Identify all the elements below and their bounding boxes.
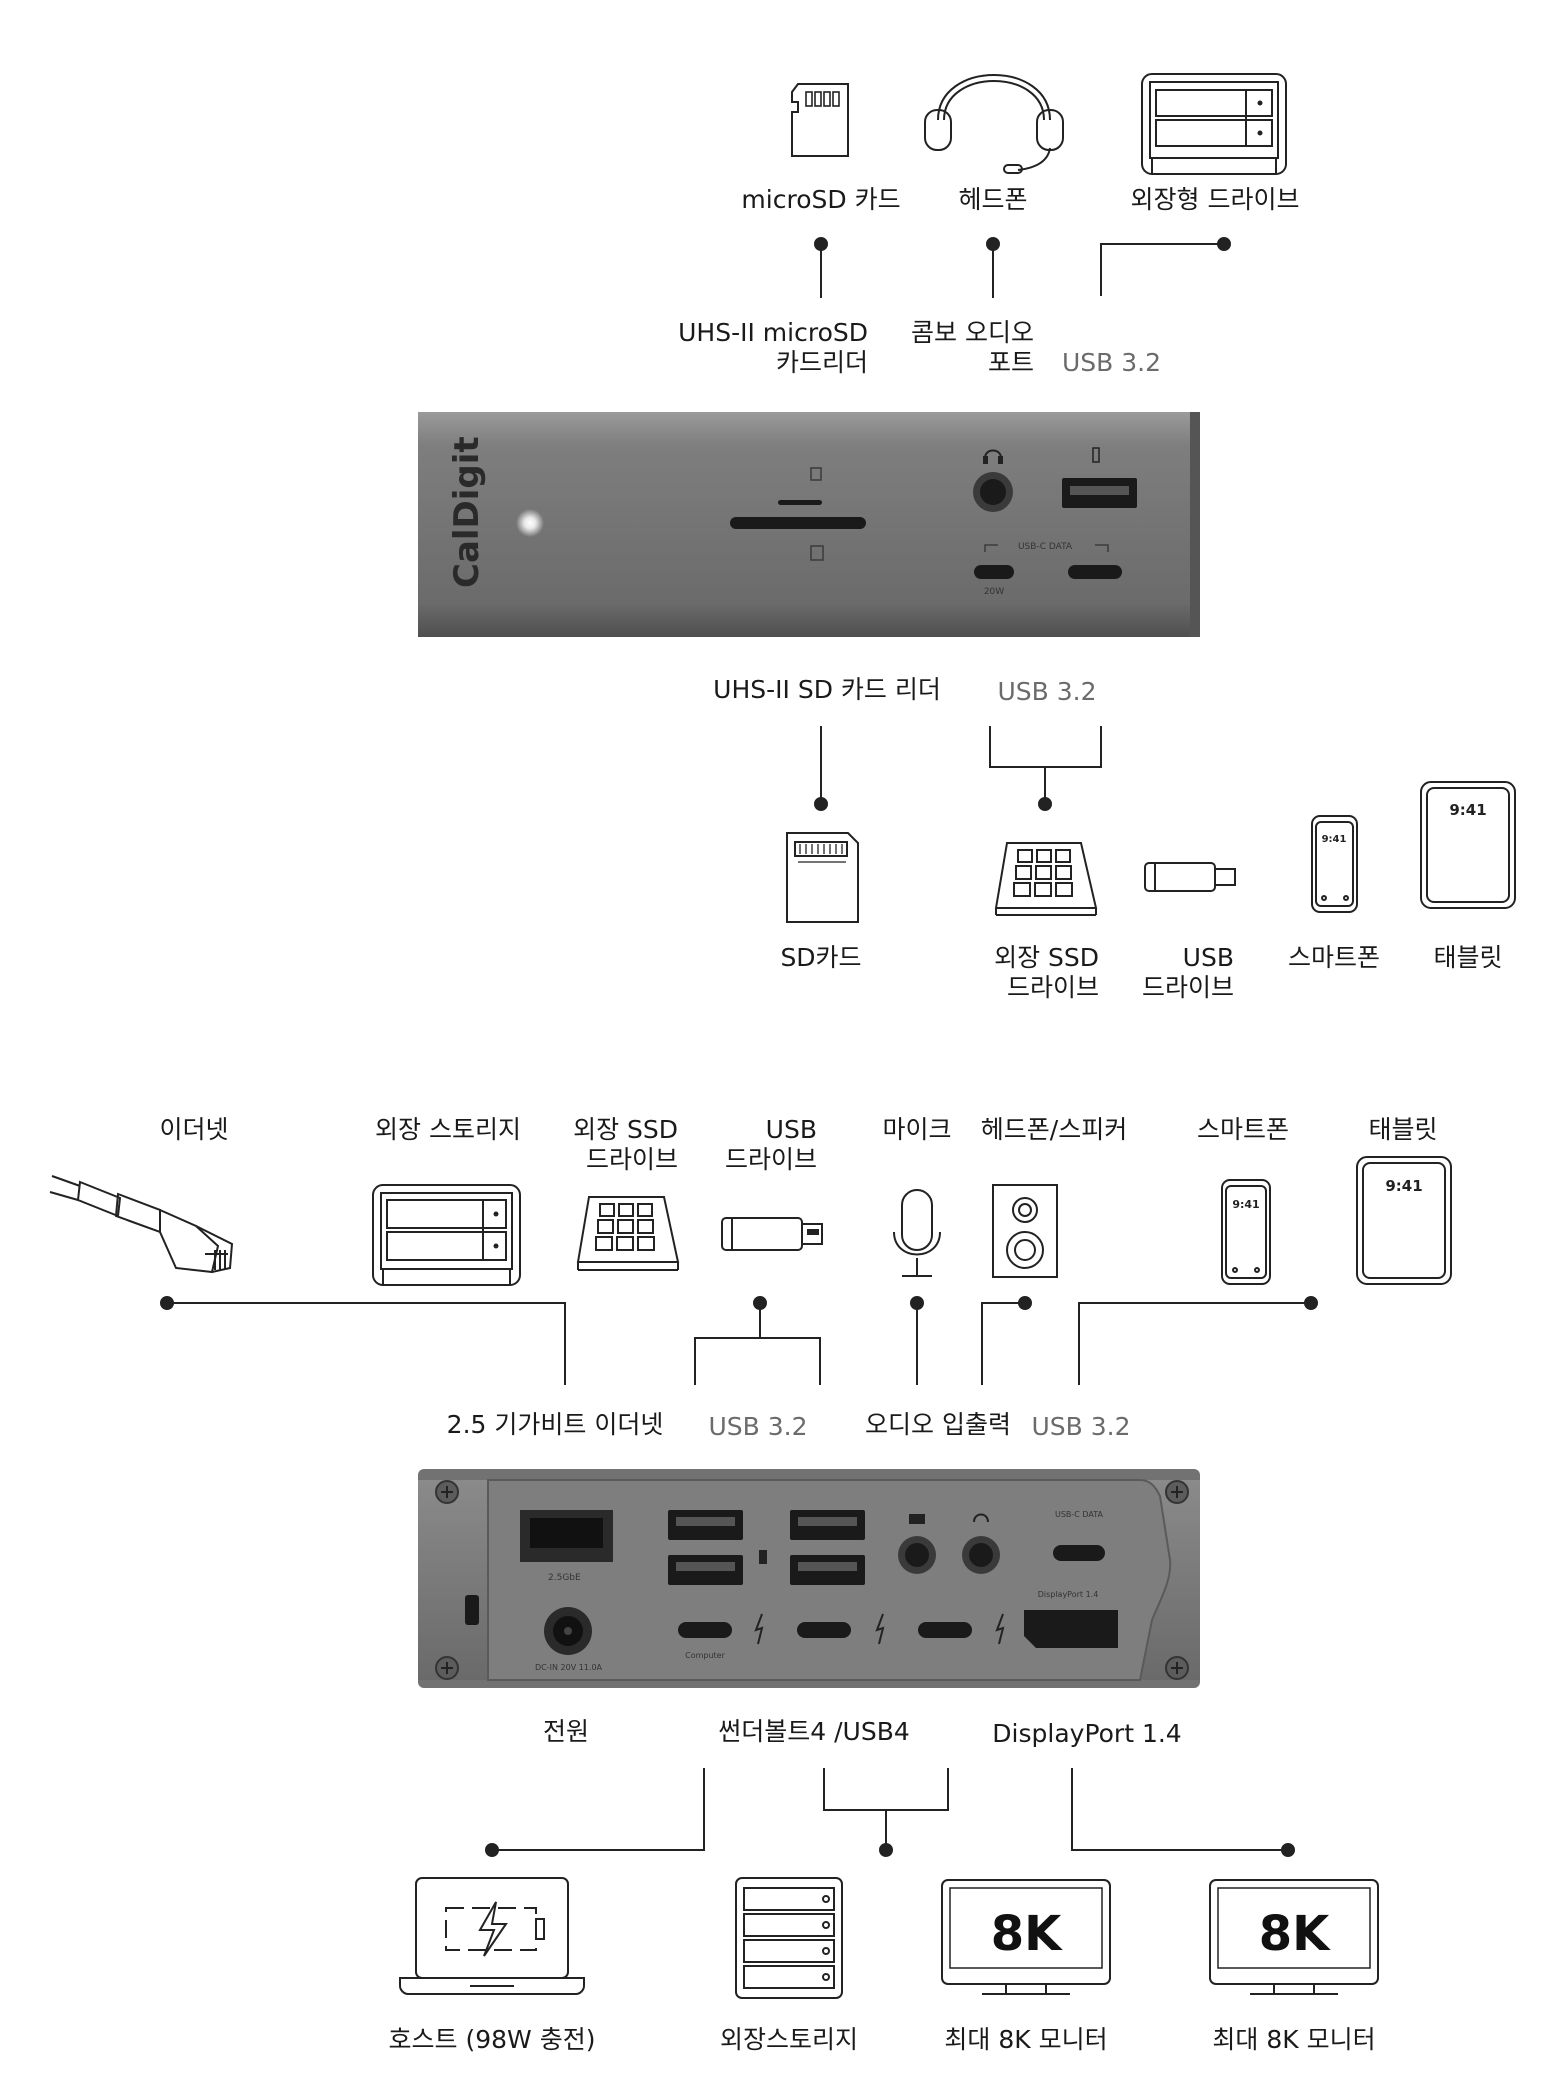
label-rear-usb-drive: USB 드라이브 [724,1115,817,1174]
rear-usbc-data-label: USB-C DATA [1055,1510,1104,1519]
front-top-connectors [814,237,1231,298]
speaker-icon [992,1184,1058,1278]
label-rear-external-storage: 외장 스토리지 [375,1115,521,1144]
monitor-2-badge: 8K [1259,1906,1331,1962]
rear-usb-a-ports [668,1510,865,1585]
label-uhs2-sd-reader: UHS-II SD 카드 리더 [713,675,941,704]
label-front-usb-drive: USB 드라이브 [1141,943,1234,1002]
label-rear-usb32-a: USB 3.2 [708,1412,808,1441]
displayport-panel-label: DisplayPort 1.4 [1038,1590,1099,1599]
label-front-smartphone: 스마트폰 [1287,943,1381,972]
label-headphones: 헤드폰 [958,185,1028,214]
rear-external-storage-icon [372,1184,521,1286]
label-thunderbolt-usb4: 썬더볼트4 /USB4 [718,1717,910,1746]
label-rear-tablet: 태블릿 [1368,1115,1438,1144]
rear-smartphone-time: 9:41 [1232,1198,1259,1211]
rear-usb-drive-icon [721,1217,823,1251]
rear-panel: 2.5GbE DC-IN 20V 11.0A USB- [418,1469,1200,1688]
front-tablet-time: 9:41 [1449,801,1486,819]
rear-bottom-connectors [485,1768,1295,1857]
kensington-lock-slot [465,1595,479,1625]
rear-external-storage-tower-icon [735,1877,843,1999]
external-ssd-icon [994,842,1098,916]
microsd-card-icon [791,83,849,157]
laptop-charging-icon [399,1877,585,1995]
dc-power-port: DC-IN 20V 11.0A [535,1607,603,1672]
label-audio-io: 오디오 입출력 [865,1410,1011,1439]
rear-ethernet-port: 2.5GbE [520,1510,613,1583]
power-led [516,509,544,537]
rear-usb-c-data-port: USB-C DATA [1053,1510,1105,1561]
usb-drive-icon [1144,862,1236,892]
sd-card-slot [730,467,866,561]
rear-top-connectors [160,1296,1318,1385]
thunderbolt-ports: Computer [678,1613,1005,1660]
label-rear-usb32-c: USB 3.2 [1031,1412,1131,1441]
monitor-1-badge: 8K [991,1906,1063,1962]
label-rear-smartphone: 스마트폰 [1196,1115,1290,1144]
label-front-usb32-bottom: USB 3.2 [997,677,1097,706]
label-rear-external-ssd: 외장 SSD 드라이브 [573,1115,678,1174]
displayport-port: DisplayPort 1.4 [1024,1590,1118,1648]
front-usb-a-port [1062,447,1137,508]
label-displayport: DisplayPort 1.4 [992,1719,1182,1748]
dc-power-label: DC-IN 20V 11.0A [535,1663,603,1672]
thunderbolt-computer-label: Computer [685,1651,725,1660]
front-usbc-power-label: 20W [984,587,1004,597]
label-front-tablet: 태블릿 [1433,943,1503,972]
front-usb-c-ports: USB-C DATA 20W [974,542,1122,597]
front-bottom-connectors [814,726,1102,811]
label-25g-ethernet: 2.5 기가비트 이더넷 [446,1410,664,1439]
panel-screws [435,1480,1189,1680]
caldigit-logo: CalDigit [447,436,487,588]
label-headphone-speaker: 헤드폰/스피커 [980,1115,1128,1144]
audio-jack [973,449,1013,512]
label-microsd-card: microSD 카드 [741,185,901,214]
label-host-charging: 호스트 (98W 충전) [388,2025,596,2054]
label-sd-card: SD카드 [780,943,862,972]
label-monitor-1: 최대 8K 모니터 [944,2025,1108,2054]
label-combo-audio-port: 콤보 오디오 포트 [911,318,1034,377]
monitor-8k-icon-2: 8K [1209,1879,1379,1995]
label-ethernet: 이더넷 [159,1115,229,1144]
front-smartphone-time: 9:41 [1322,834,1347,845]
ethernet-cable-icon [49,1175,234,1274]
microphone-icon [893,1189,941,1277]
label-microphone: 마이크 [882,1115,952,1144]
rear-tablet-time: 9:41 [1385,1177,1422,1195]
rear-external-ssd-icon [576,1196,680,1271]
label-monitor-2: 최대 8K 모니터 [1212,2025,1376,2054]
rear-ethernet-label: 2.5GbE [548,1573,581,1583]
label-front-external-ssd: 외장 SSD 드라이브 [994,943,1099,1002]
rear-audio-jacks [898,1513,1000,1574]
label-uhs2-microsd-reader: UHS-II microSD 카드리더 [678,318,868,377]
external-drive-icon [1141,73,1287,175]
headphones-icon [924,74,1064,174]
front-tablet-icon [1420,781,1516,909]
front-usbc-data-label: USB-C DATA [1018,542,1073,552]
label-power: 전원 [542,1717,590,1746]
front-smartphone-icon [1311,815,1358,913]
label-rear-external-storage-tower: 외장스토리지 [719,2025,859,2054]
label-external-drive: 외장형 드라이브 [1130,185,1300,214]
label-front-usb32-top: USB 3.2 [1062,348,1162,377]
rear-tablet-icon [1356,1156,1452,1285]
sd-card-icon [786,832,859,923]
front-panel: USB-C DATA 20W CalDigit [418,412,1200,637]
rear-smartphone-icon [1221,1179,1271,1285]
monitor-8k-icon-1: 8K [941,1879,1111,1995]
